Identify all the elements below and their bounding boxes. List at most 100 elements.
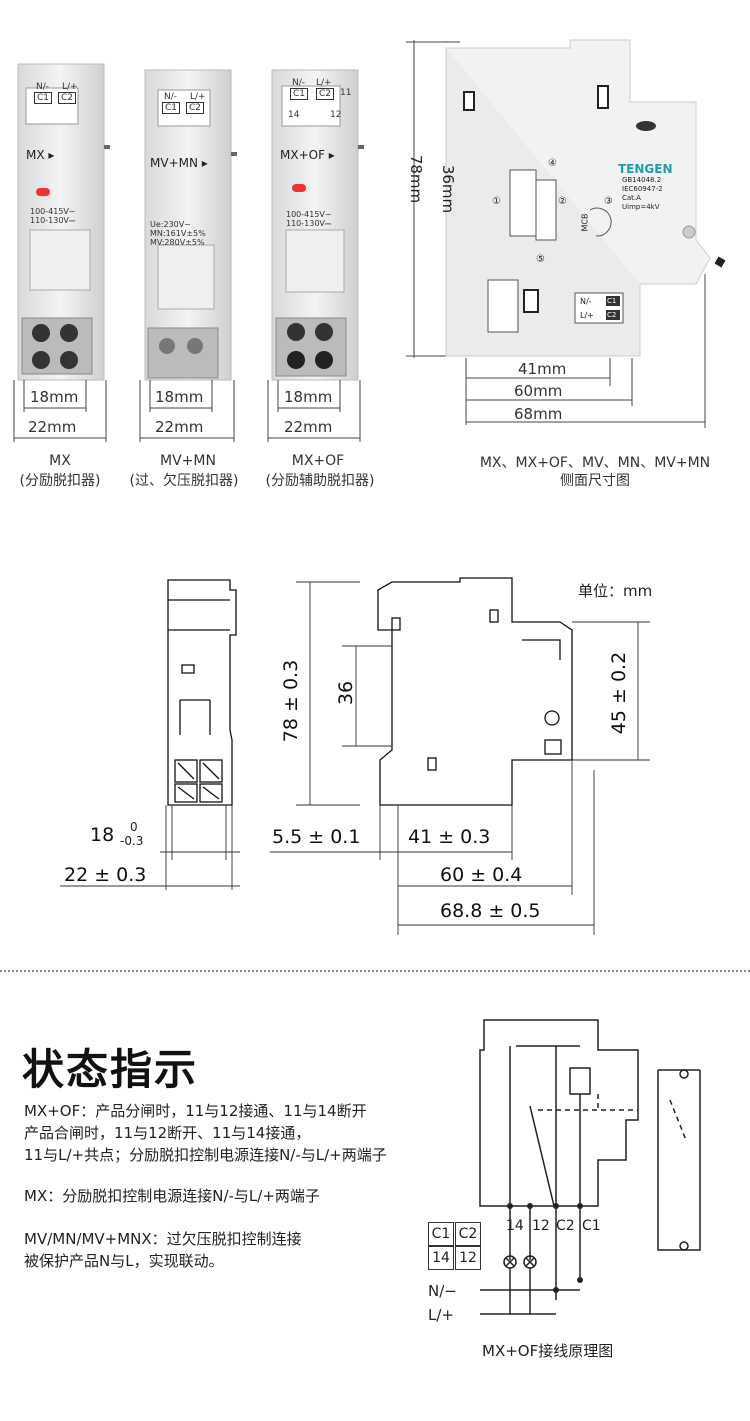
status-mv-2: 被保护产品N与L，实现联动。 [24,1252,224,1270]
term-c1: C1 [582,1218,601,1234]
mx-subtitle: (分励脱扣器) [19,473,101,489]
mvmn-inner-dim: 18mm [155,388,204,406]
technical-drawing [60,577,650,935]
tb-14: 14 [428,1246,454,1270]
tb-c1: C1 [428,1222,454,1246]
mxof-terminal-left: N/- [292,78,306,88]
status-mx: MX：分励脱扣控制电源连接N/-与L/+两端子 [24,1187,320,1205]
mx-spec-2: 110-130V⎓ [30,216,76,225]
dim-45: 45 ± 0.2 [608,651,631,735]
mxof-inner-dim: 18mm [284,388,333,406]
side-dim-41: 41mm [518,360,567,378]
side-spec-3: Cat.A [622,194,641,202]
dim-18-sup: 0 [130,820,138,834]
mxof-t2: C2 [316,88,335,100]
side-nminus: N/- [580,297,592,306]
dim-41: 41 ± 0.3 [408,826,491,848]
modules-illustration [13,63,364,442]
mvmn-label: MV+MN [160,453,216,469]
mxof-spec-1: 100-415V~ [286,210,332,219]
mxof-spec-2: 110-130V⎓ [286,219,332,228]
step-2: ② [558,196,567,207]
mxof-t1: C1 [290,88,309,100]
side-height-outer: 78mm [407,154,426,204]
module-dim-lines [13,380,361,442]
side-lplus: L/+ [580,311,594,320]
mx-terminal-left: N/- [36,82,50,92]
tb-c2: C2 [455,1222,481,1246]
mvmn-spec-2: MN:161V±5% [150,229,206,238]
mvmn-subtitle: (过、欠压脱扣器) [129,473,239,489]
wiring-caption: MX+OF接线原理图 [482,1342,614,1360]
brand-logo: TENGEN [618,162,673,176]
step-5: ⑤ [536,254,545,265]
status-mxof-2: 产品合闸时，11与12断开、11与14接通， [24,1124,311,1142]
side-c2: C2 [607,311,617,319]
side-dim-60: 60mm [514,382,563,400]
mx-face: MX ▸ [26,148,55,162]
mx-terminal-right: L/+ [62,82,78,92]
mvmn-terminal-left: N/- [164,92,178,102]
mx-spec-1: 100-415V~ [30,207,76,216]
side-caption-line1: MX、MX+OF、MV、MN、MV+MN [479,455,711,471]
dim-36: 36 [335,680,358,706]
mxof-face: MX+OF ▸ [280,148,335,162]
unit-label: 单位：mm [578,582,653,600]
side-spec-2: IEC60947-2 [622,185,663,193]
module-mvmn [144,69,237,381]
side-spec-4: Uimp=4kV [622,203,660,211]
side-c1: C1 [607,297,617,305]
mx-label: MX [49,453,71,469]
mxof-label: MX+OF [291,453,345,469]
side-dim-68: 68mm [514,405,563,423]
mx-t2: C2 [58,92,77,104]
mvmn-spec-3: MV:280V±5% [150,238,205,247]
dim-55: 5.5 ± 0.1 [272,826,361,848]
step-4: ④ [548,158,557,169]
mvmn-face: MV+MN ▸ [150,156,208,170]
side-height-inner: 36mm [439,164,458,214]
mvmn-terminal-right: L/+ [190,92,206,102]
wire-n-label: N/− [428,1282,457,1300]
step-1: ① [492,196,501,207]
mxof-terminal-right: L/+ [316,78,332,88]
tb-12: 12 [455,1246,481,1270]
status-mxof-3: 11与L/+共点；分励脱扣控制电源连接N/-与L/+两端子 [24,1146,387,1164]
term-12: 12 [532,1218,550,1234]
mxof-t5: 11 [340,88,352,98]
module-mx [17,63,110,381]
mxof-subtitle: (分励辅助脱扣器) [265,473,375,489]
mvmn-spec-1: Ue:230V~ [150,220,191,229]
dim-18: 18 [90,824,115,846]
section-divider [0,970,750,972]
mx-t1: C1 [34,92,53,104]
wiring-diagram [479,1019,701,1315]
mxof-outer-dim: 22mm [284,418,333,436]
mvmn-t1: C1 [162,102,181,114]
side-spec-1: GB14048.2 [622,176,662,184]
mvmn-t2: C2 [186,102,205,114]
side-caption-line2: 侧面尺寸图 [560,473,630,489]
side-view-illustration [406,39,726,428]
dim-22: 22 ± 0.3 [64,864,147,886]
term-c2: C2 [556,1218,575,1234]
status-title: 状态指示 [22,1045,199,1094]
mxof-t3: 14 [288,110,300,120]
step-3: ③ [604,196,613,207]
status-mxof-1: MX+OF：产品分闸时，11与12接通、11与14断开 [24,1102,367,1120]
dim-60: 60 ± 0.4 [440,864,523,886]
mx-outer-dim: 22mm [28,418,77,436]
dim-688: 68.8 ± 0.5 [440,900,541,922]
mxof-led [292,184,306,192]
term-14: 14 [506,1218,524,1234]
status-mv-1: MV/MN/MV+MNX：过欠压脱扣控制连接 [24,1230,302,1248]
mx-led [36,188,50,196]
mxof-t4: 12 [330,110,342,120]
module-mxof [271,69,364,381]
mx-inner-dim: 18mm [30,388,79,406]
wire-l-label: L/+ [428,1306,454,1324]
side-mcb: MCB [580,213,590,232]
mvmn-outer-dim: 22mm [155,418,204,436]
dim-78: 78 ± 0.3 [280,659,303,743]
dim-18-sub: -0.3 [120,834,144,848]
